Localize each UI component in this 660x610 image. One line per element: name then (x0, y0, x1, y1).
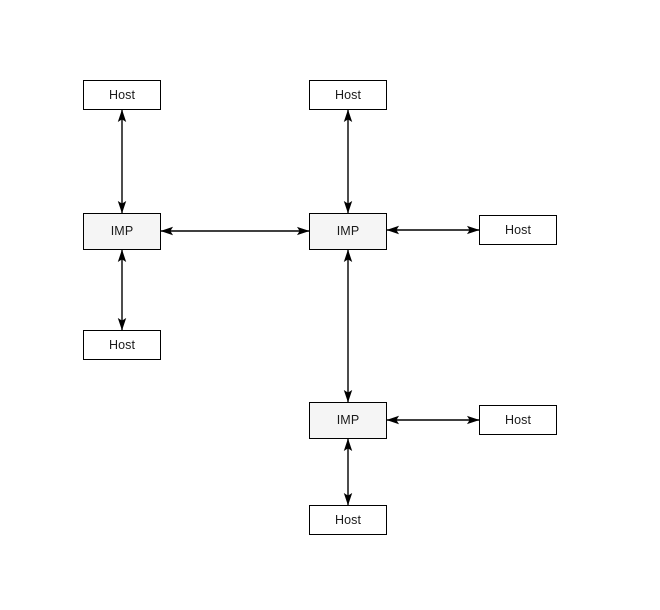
node-label: Host (504, 412, 532, 427)
node-label: Host (504, 222, 532, 237)
node-host-right-lower[interactable]: Host (479, 405, 557, 435)
node-host-top-left[interactable]: Host (83, 80, 161, 110)
node-host-right-upper[interactable]: Host (479, 215, 557, 245)
node-imp-center[interactable]: IMP (309, 213, 387, 250)
node-imp-bottom[interactable]: IMP (309, 402, 387, 439)
node-imp-left[interactable]: IMP (83, 213, 161, 250)
node-label: Host (334, 512, 362, 527)
node-host-bottom-center[interactable]: Host (309, 505, 387, 535)
node-label: IMP (336, 413, 360, 428)
node-label: IMP (110, 224, 134, 239)
node-host-bottom-left[interactable]: Host (83, 330, 161, 360)
node-label: Host (108, 87, 136, 102)
node-label: Host (108, 337, 136, 352)
node-label: Host (334, 87, 362, 102)
node-host-top-center[interactable]: Host (309, 80, 387, 110)
node-label: IMP (336, 224, 360, 239)
